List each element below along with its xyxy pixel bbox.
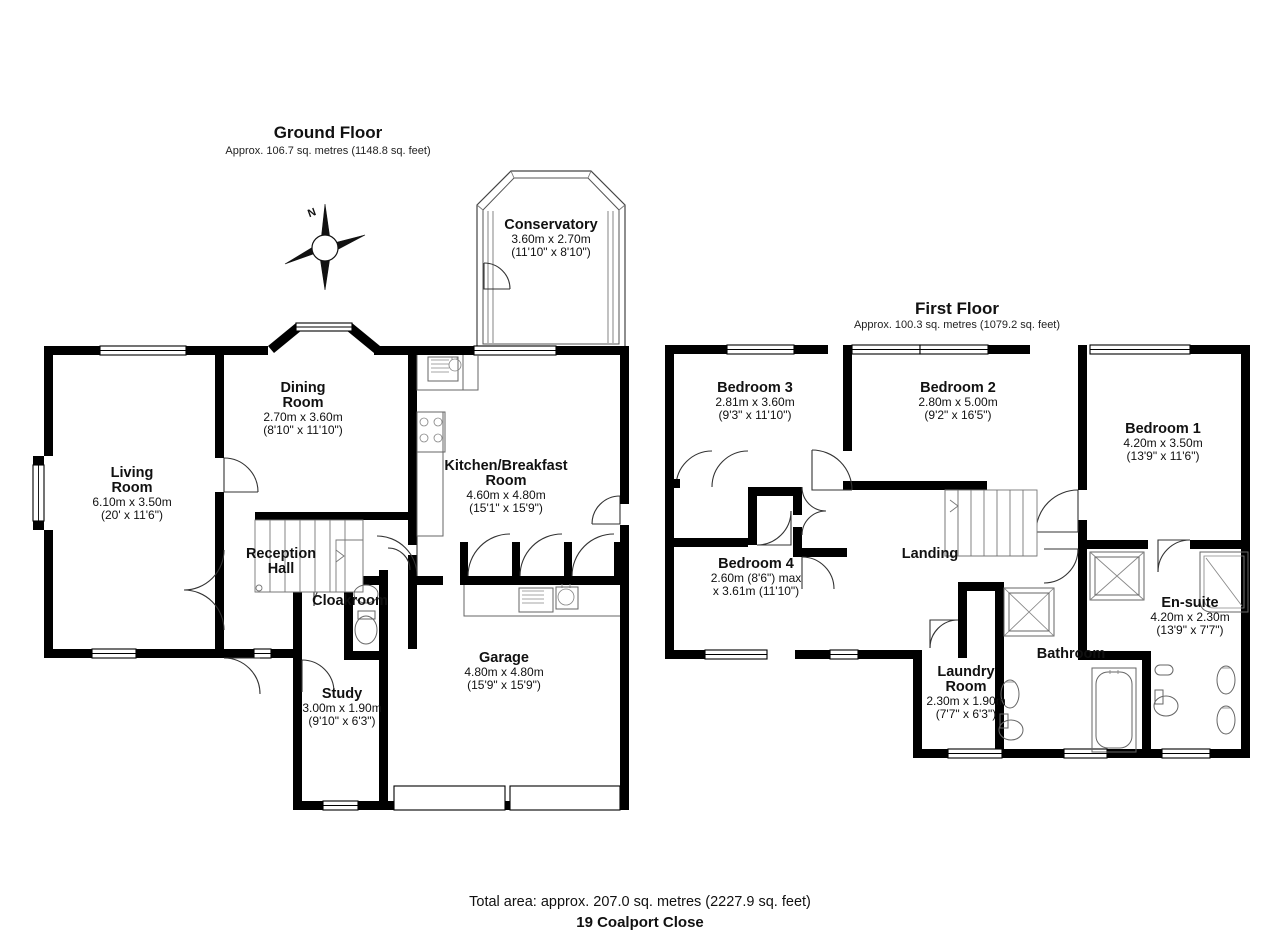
cloakroom-label: Cloakroom — [312, 593, 388, 609]
first-windows — [704, 344, 1211, 759]
ground-interior-walls — [215, 346, 626, 660]
property-address: 19 Coalport Close — [576, 914, 704, 930]
room-name: Garage — [479, 650, 529, 666]
total-area-text: Total area: approx. 207.0 sq. metres (22… — [469, 894, 811, 910]
room-dim-metric: 2.60m (8'6") max — [711, 571, 802, 585]
room-dim-imperial: (15'9" x 15'9") — [467, 678, 541, 692]
room-name: Landing — [902, 546, 958, 562]
laundry-room-label: Laundry Room 2.30m x 1.90m (7'7" x 6'3") — [926, 664, 1005, 721]
room-name-line2: Room — [111, 480, 152, 496]
room-name-line1: Kitchen/Breakfast — [444, 458, 567, 474]
first-floor-subtitle: Approx. 100.3 sq. metres (1079.2 sq. fee… — [854, 319, 1060, 331]
room-name-line2: Room — [945, 679, 986, 695]
first-floor-plan: Bedroom 3 2.81m x 3.60m (9'3" x 11'10") … — [665, 344, 1250, 759]
room-dim-imperial: (13'9" x 7'7") — [1156, 623, 1223, 637]
first-floor-heading: First Floor Approx. 100.3 sq. metres (10… — [854, 299, 1060, 331]
room-dim-metric: 3.00m x 1.90m — [302, 701, 381, 715]
compass-rose: N — [284, 203, 366, 291]
study-label: Study 3.00m x 1.90m (9'10" x 6'3") — [302, 686, 381, 728]
bedroom-4-label: Bedroom 4 2.60m (8'6") max x 3.61m (11'1… — [711, 556, 802, 598]
ground-floor-plan: Conservatory 3.60m x 2.70m (11'10" x 8'1… — [32, 170, 629, 811]
ensuite-fittings — [1089, 551, 1249, 735]
bedroom-1-label: Bedroom 1 4.20m x 3.50m (13'9" x 11'6") — [1123, 421, 1202, 463]
reception-hall-label: Reception Hall — [246, 546, 316, 577]
room-dim-metric: 2.70m x 3.60m — [263, 410, 342, 424]
room-dim-imperial: (9'10" x 6'3") — [308, 714, 375, 728]
ground-floor-title: Ground Floor — [274, 123, 383, 142]
room-dim-imperial: (9'2" x 16'5") — [924, 408, 991, 422]
room-dim-metric: 4.20m x 2.30m — [1150, 610, 1229, 624]
bedroom-2-label: Bedroom 2 2.80m x 5.00m (9'2" x 16'5") — [918, 380, 997, 422]
room-dim-imperial: (13'9" x 11'6") — [1127, 449, 1200, 463]
room-dim-metric: 3.60m x 2.70m — [511, 232, 590, 246]
room-dim-imperial: (11'10" x 8'10") — [511, 245, 591, 259]
room-dim-metric: 4.20m x 3.50m — [1123, 436, 1202, 450]
room-dim-imperial: (20' x 11'6") — [101, 508, 163, 522]
room-dim-imperial: (15'1" x 15'9") — [469, 501, 543, 515]
kitchen-fittings — [416, 355, 479, 537]
room-name-line1: Laundry — [937, 664, 994, 680]
en-suite-label: En-suite 4.20m x 2.30m (13'9" x 7'7") — [1150, 595, 1229, 637]
conservatory-structure — [476, 170, 626, 349]
garage-door — [509, 785, 621, 811]
room-dim-metric: 2.81m x 3.60m — [715, 395, 794, 409]
first-floor-title: First Floor — [915, 299, 999, 318]
room-name: Cloakroom — [312, 593, 388, 609]
kitchen-breakfast-room-label: Kitchen/Breakfast Room 4.60m x 4.80m (15… — [444, 458, 567, 515]
room-dim-metric: 4.60m x 4.80m — [466, 488, 545, 502]
room-name: Bathroom — [1037, 646, 1105, 662]
room-name-line2: Hall — [268, 561, 295, 577]
room-name: En-suite — [1161, 595, 1218, 611]
bathroom-label: Bathroom — [1037, 646, 1105, 662]
ground-floor-heading: Ground Floor Approx. 106.7 sq. metres (1… — [225, 123, 430, 157]
first-doors — [674, 449, 1191, 649]
first-interior-walls — [665, 345, 1250, 758]
room-name-line1: Living — [111, 465, 154, 481]
first-staircase — [944, 489, 1038, 557]
room-name: Bedroom 4 — [718, 556, 794, 572]
room-dim-imperial: (9'3" x 11'10") — [719, 408, 792, 422]
ground-floor-subtitle: Approx. 106.7 sq. metres (1148.8 sq. fee… — [225, 145, 430, 157]
room-dim-metric: 6.10m x 3.50m — [92, 495, 171, 509]
garage-door — [393, 785, 506, 811]
room-dim-metric: 2.30m x 1.90m — [926, 694, 1005, 708]
dining-room-label: Dining Room 2.70m x 3.60m (8'10" x 11'10… — [263, 380, 343, 437]
ground-staircase — [254, 519, 364, 593]
landing-label: Landing — [902, 546, 958, 562]
room-name-line1: Reception — [246, 546, 316, 562]
room-name: Bedroom 2 — [920, 380, 996, 396]
room-name-line2: Room — [485, 473, 526, 489]
room-name: Bedroom 1 — [1125, 421, 1201, 437]
ground-windows — [32, 322, 621, 811]
bathroom-fittings — [998, 587, 1137, 753]
room-dim-imperial: (7'7" x 6'3") — [936, 707, 996, 721]
room-name: Study — [322, 686, 362, 702]
room-name: Bedroom 3 — [717, 380, 793, 396]
bedroom-3-label: Bedroom 3 2.81m x 3.60m (9'3" x 11'10") — [715, 380, 794, 422]
room-name-line1: Dining — [280, 380, 325, 396]
room-dim-imperial: (8'10" x 11'10") — [263, 423, 343, 437]
room-dim-imperial: x 3.61m (11'10") — [713, 584, 799, 598]
room-name-line2: Room — [282, 395, 323, 411]
plan-footer: Total area: approx. 207.0 sq. metres (22… — [469, 894, 811, 930]
conservatory-label: Conservatory 3.60m x 2.70m (11'10" x 8'1… — [504, 217, 597, 259]
living-room-label: Living Room 6.10m x 3.50m (20' x 11'6") — [92, 465, 171, 522]
cloakroom-fittings — [353, 584, 379, 645]
garage-fittings — [463, 584, 620, 617]
room-dim-metric: 4.80m x 4.80m — [464, 665, 543, 679]
garage-label: Garage 4.80m x 4.80m (15'9" x 15'9") — [464, 650, 543, 692]
compass-north-label: N — [306, 206, 318, 220]
room-name: Conservatory — [504, 217, 597, 233]
room-dim-metric: 2.80m x 5.00m — [918, 395, 997, 409]
